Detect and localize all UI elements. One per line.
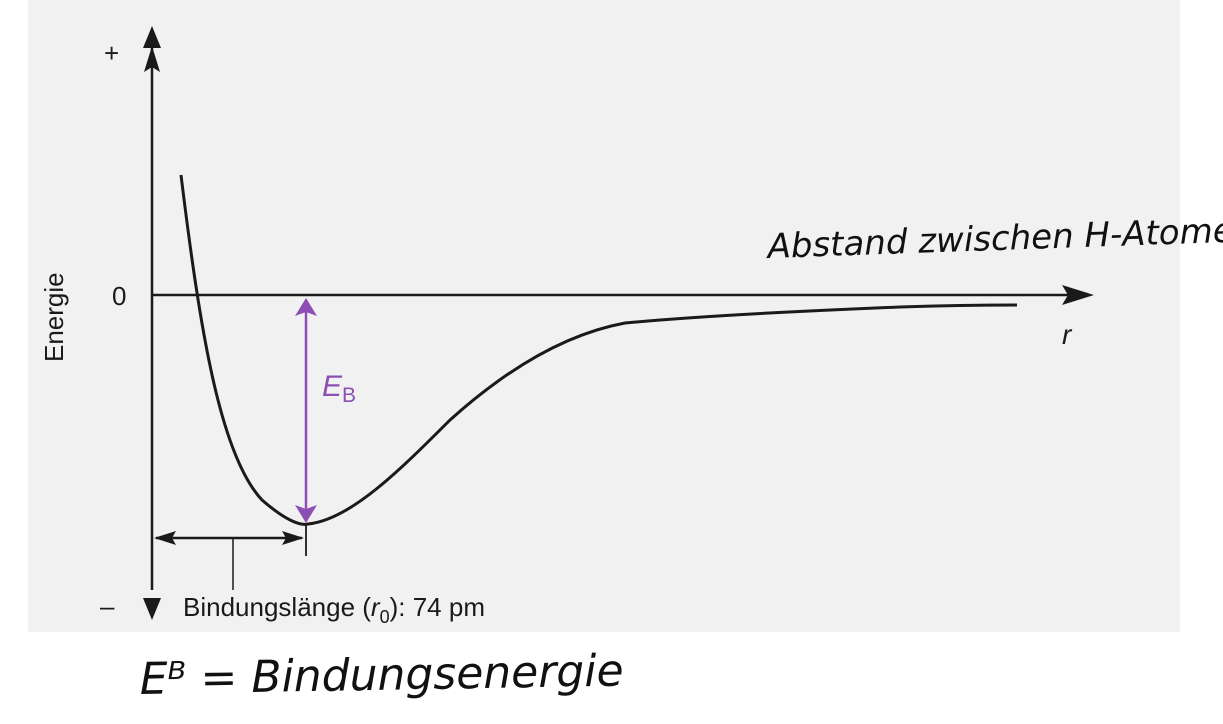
bond-length-label: Bindungslänge (r0): 74 pm <box>183 592 485 627</box>
zero-label: 0 <box>112 281 126 311</box>
bond-energy-label: EB <box>322 370 356 407</box>
x-axis-label: r <box>1062 319 1073 350</box>
potential-curve <box>179 174 1018 526</box>
figure-panel <box>28 0 1180 632</box>
handwritten-definition: Eᴮ = Bindungsenergie <box>139 646 624 705</box>
y-minus-sign: – <box>100 591 115 621</box>
y-plus-sign: + <box>104 38 119 68</box>
y-axis-up-arrow-icon <box>143 26 161 48</box>
y-axis-down-arrow-icon <box>143 598 161 620</box>
x-axis-arrow-icon <box>1062 285 1094 305</box>
y-axis-label: Energie <box>39 272 69 362</box>
